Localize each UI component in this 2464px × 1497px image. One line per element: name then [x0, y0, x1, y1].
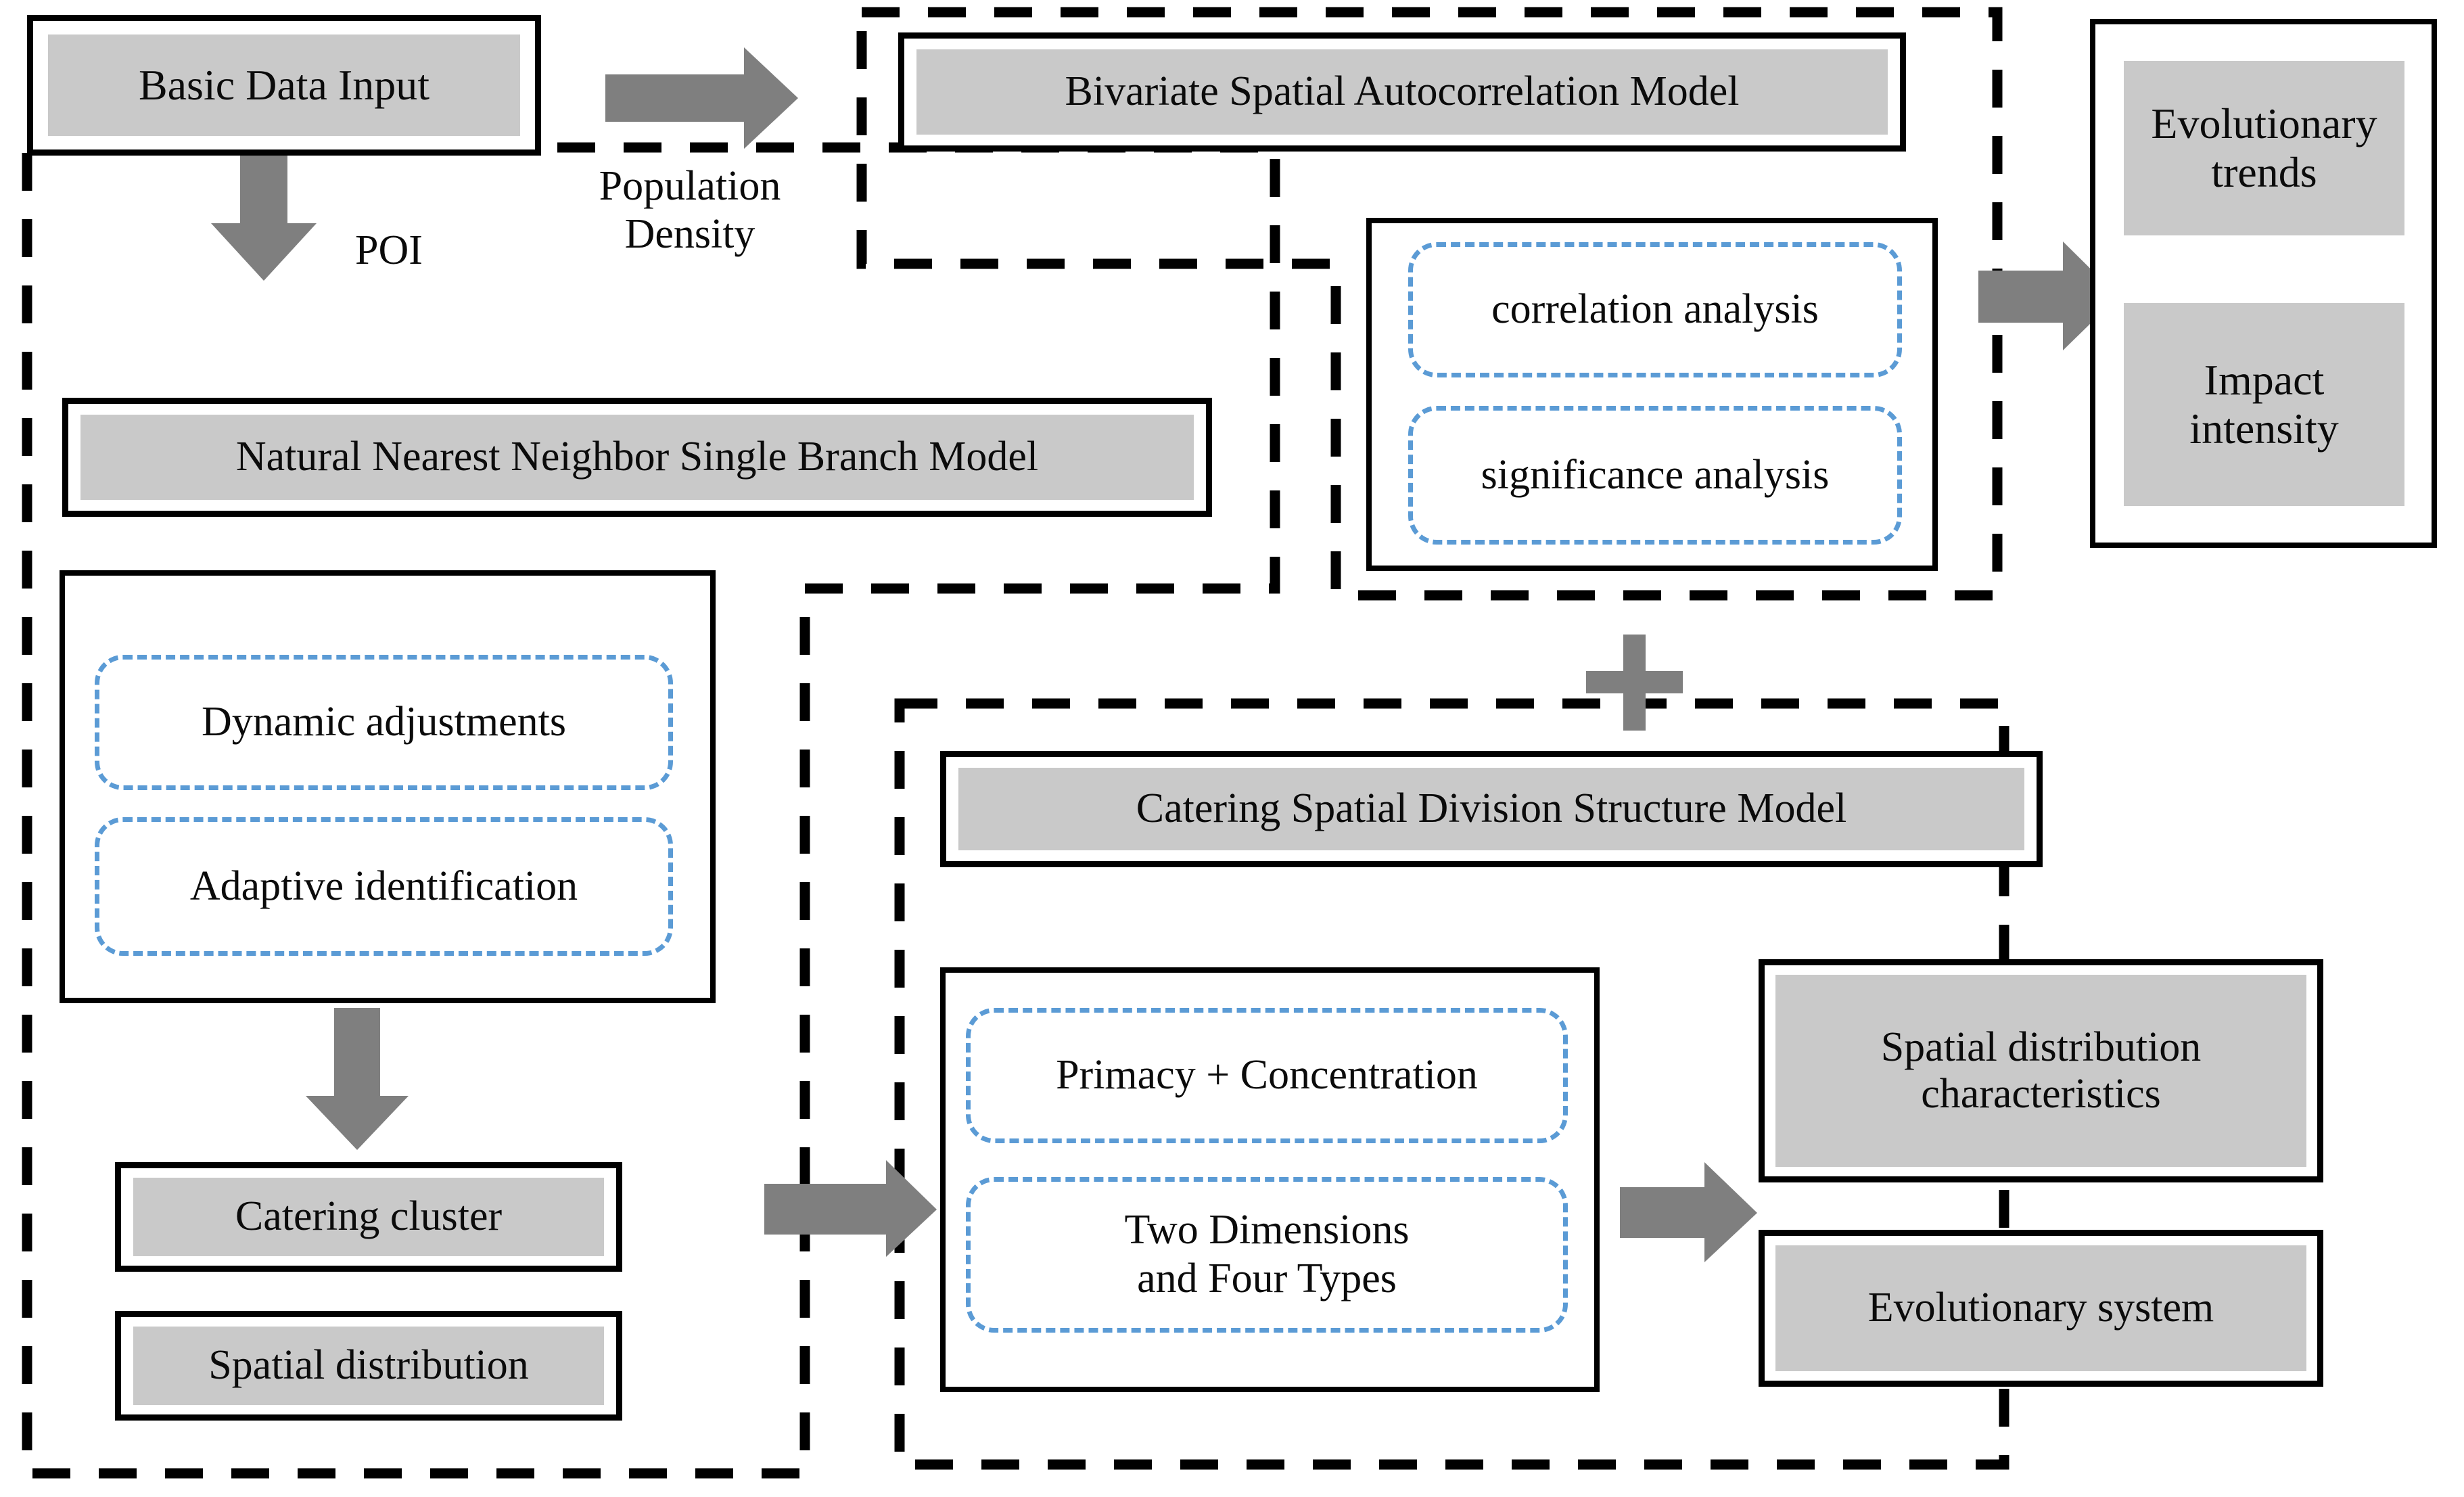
evolutionary-trends-label: Evolutionary trends	[2124, 61, 2404, 235]
plus-connector-icon	[1586, 635, 1683, 731]
two-dimensions-four-types-pill[interactable]: Two Dimensions and Four Types	[966, 1177, 1568, 1333]
evolutionary-system-box[interactable]: Evolutionary system	[1759, 1230, 2323, 1387]
primacy-concentration-pill[interactable]: Primacy + Concentration	[966, 1008, 1568, 1143]
arrow-basic-to-bivariate	[605, 47, 798, 149]
basic-data-input-label: Basic Data Input	[48, 34, 520, 136]
nnn-model-label: Natural Nearest Neighbor Single Branch M…	[80, 415, 1194, 500]
adaptive-identification-pill[interactable]: Adaptive identification	[95, 817, 673, 956]
impact-intensity-label: Impact intensity	[2124, 303, 2404, 506]
catering-division-model-label: Catering Spatial Division Structure Mode…	[958, 768, 2024, 850]
significance-analysis-pill[interactable]: significance analysis	[1408, 406, 1902, 545]
bivariate-model-box[interactable]: Bivariate Spatial Autocorrelation Model	[898, 32, 1906, 152]
population-density-edge-label: Population Density	[599, 163, 781, 258]
spatial-distribution-characteristics-box[interactable]: Spatial distribution characteristics	[1759, 959, 2323, 1182]
arrow-division-to-characteristics	[1620, 1162, 1757, 1262]
nnn-model-box[interactable]: Natural Nearest Neighbor Single Branch M…	[62, 398, 1212, 517]
basic-data-input-box[interactable]: Basic Data Input	[27, 15, 541, 156]
analysis-container-box	[1366, 218, 1938, 571]
evolutionary-system-label: Evolutionary system	[1775, 1245, 2306, 1371]
catering-cluster-box[interactable]: Catering cluster	[115, 1162, 622, 1272]
dynamic-adjustments-pill[interactable]: Dynamic adjustments	[95, 655, 673, 790]
poi-edge-label: POI	[355, 227, 423, 273]
catering-cluster-label: Catering cluster	[133, 1178, 604, 1256]
catering-division-model-box[interactable]: Catering Spatial Division Structure Mode…	[940, 751, 2043, 867]
spatial-distribution-box[interactable]: Spatial distribution	[115, 1311, 622, 1421]
correlation-analysis-pill[interactable]: correlation analysis	[1408, 242, 1902, 377]
arrow-nnn-to-cluster	[306, 1008, 409, 1150]
spatial-distribution-label: Spatial distribution	[133, 1327, 604, 1405]
bivariate-model-label: Bivariate Spatial Autocorrelation Model	[916, 49, 1888, 135]
spatial-distribution-characteristics-label: Spatial distribution characteristics	[1775, 975, 2306, 1167]
arrow-cluster-to-division	[764, 1160, 937, 1257]
